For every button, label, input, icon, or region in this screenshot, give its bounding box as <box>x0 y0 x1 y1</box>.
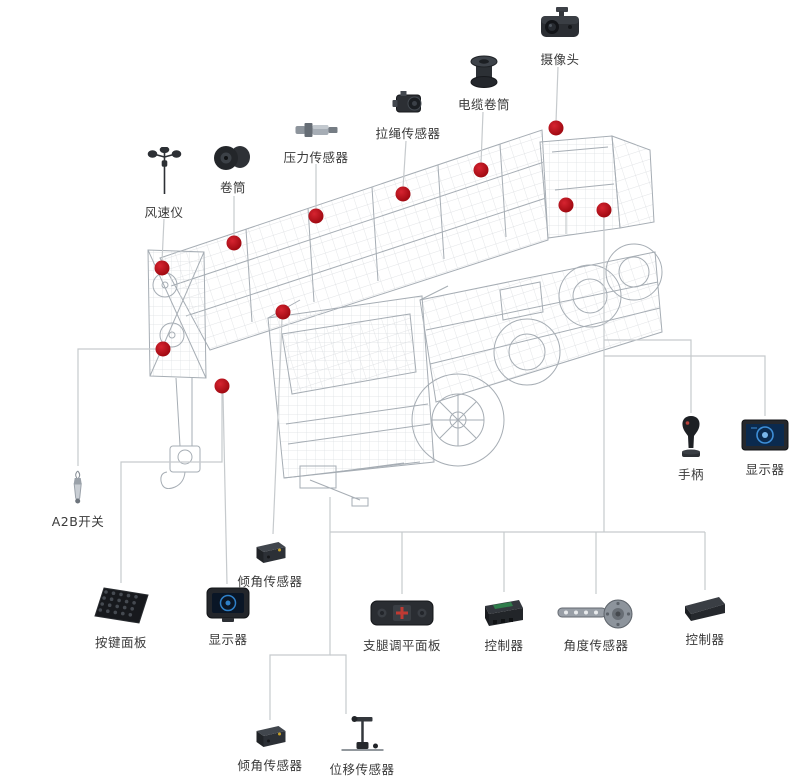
anemometer-icon <box>147 146 181 197</box>
joystick-icon <box>678 415 704 459</box>
component-tilt-sensor: 倾角传感器 <box>237 538 302 590</box>
marker-pressure-sensor <box>308 208 324 224</box>
component-tilt-sensor-2: 倾角传感器 <box>237 722 302 774</box>
component-anemometer: 风速仪 <box>144 146 184 221</box>
controller-icon <box>681 594 729 624</box>
marker-cab-left <box>558 197 574 213</box>
rope-sensor-icon <box>391 90 425 118</box>
displacement-sensor-icon <box>339 716 385 754</box>
marker-cab-right <box>596 202 612 218</box>
component-label: 支腿调平面板 <box>362 638 442 653</box>
component-controller: 控制器 <box>481 596 527 654</box>
component-label: 位移传感器 <box>329 762 395 777</box>
component-label: 摄像头 <box>540 52 580 67</box>
component-label: 角度传感器 <box>563 638 629 653</box>
angle-sensor-icon <box>556 598 636 630</box>
component-angle-sensor: 角度传感器 <box>556 598 636 654</box>
component-label: 控制器 <box>484 638 524 653</box>
keypad-icon <box>92 585 150 627</box>
component-label: 控制器 <box>685 632 725 647</box>
component-label: 压力传感器 <box>283 150 349 165</box>
marker-cable-reel <box>473 162 489 178</box>
component-label: 按键面板 <box>94 635 147 650</box>
display-icon <box>205 586 251 624</box>
display-icon <box>741 418 789 454</box>
marker-anemometer <box>154 260 170 276</box>
pressure-sensor-icon <box>294 118 338 142</box>
tilt-sensor-icon <box>252 722 288 750</box>
a2b-switch-icon <box>69 470 87 506</box>
component-pressure-sensor: 压力传感器 <box>283 118 348 166</box>
component-label: 电缆卷筒 <box>457 97 511 112</box>
component-display: 显示器 <box>205 586 251 648</box>
component-label: 手柄 <box>677 467 705 482</box>
marker-deck <box>275 304 291 320</box>
component-label: 拉绳传感器 <box>375 126 441 141</box>
component-label: 卷筒 <box>219 180 246 195</box>
component-outrigger-leveling-panel: 支腿调平面板 <box>363 596 441 654</box>
component-label: 倾角传感器 <box>237 574 303 589</box>
component-rope-sensor: 拉绳传感器 <box>375 90 440 142</box>
component-camera: 摄像头 <box>537 6 583 68</box>
component-controller-2: 控制器 <box>681 594 729 648</box>
component-label: 风速仪 <box>144 205 184 220</box>
component-joystick: 手柄 <box>678 415 704 483</box>
component-cable-reel: 电缆卷筒 <box>458 55 510 113</box>
marker-drum <box>226 235 242 251</box>
component-label: A2B开关 <box>51 514 105 529</box>
component-display-2: 显示器 <box>741 418 789 478</box>
camera-icon <box>537 6 583 44</box>
marker-camera <box>548 120 564 136</box>
drum-icon <box>213 144 253 172</box>
tilt-sensor-icon <box>252 538 288 566</box>
mount-point-markers <box>154 120 612 394</box>
component-a2b-switch: A2B开关 <box>52 470 105 530</box>
component-label: 显示器 <box>208 632 248 647</box>
marker-boom-base <box>214 378 230 394</box>
marker-rope-sensor <box>395 186 411 202</box>
component-displacement-sensor: 位移传感器 <box>329 716 394 778</box>
controller-icon <box>481 596 527 630</box>
marker-a2b-switch <box>155 341 171 357</box>
cable-reel-icon <box>466 55 502 89</box>
component-keypad-panel: 按键面板 <box>92 585 150 651</box>
component-drum: 卷筒 <box>213 144 253 196</box>
connector-lines <box>77 66 766 720</box>
component-label: 倾角传感器 <box>237 758 303 773</box>
component-label: 显示器 <box>745 462 785 477</box>
leveling-panel-icon <box>369 596 435 630</box>
